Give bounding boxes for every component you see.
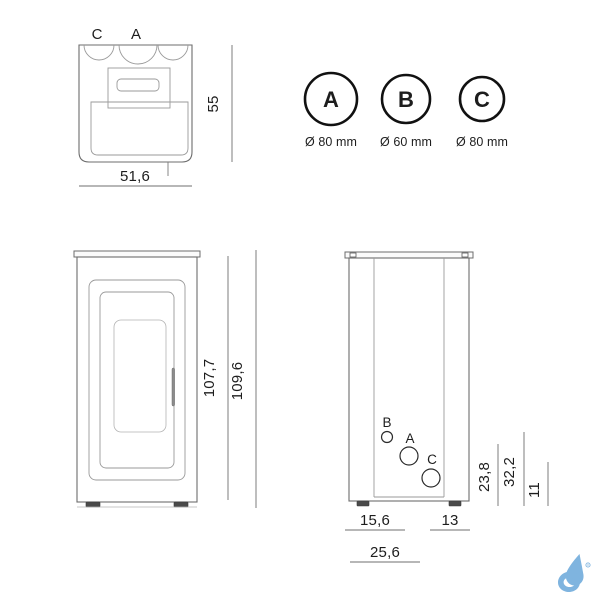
side-view-hole-c [421, 468, 441, 488]
front-view-foot-right [173, 501, 189, 508]
top-view-body-outline [78, 44, 193, 163]
legend-diameter-c: Ø 80 mm [456, 135, 508, 149]
front-view-door-frame-middle [99, 291, 175, 469]
side-view-height-dimension-label-3: 11 [526, 482, 543, 498]
legend-circle-b [380, 73, 432, 125]
side-view-hole-a [399, 446, 419, 466]
side-view-hole-label-a: A [405, 431, 414, 446]
top-view-depth-dimension-label: 55 [205, 95, 222, 112]
front-view: 107,7 109,6 [73, 250, 257, 508]
front-view-door-frame-outer [88, 279, 186, 481]
logo-ring-shape [558, 571, 580, 592]
side-view-width-dimension-label-1: 15,6 [360, 512, 390, 529]
front-view-top-plate [73, 250, 201, 258]
top-view-port-label-c: C [92, 26, 103, 43]
side-view-corner-mark-left [349, 252, 357, 258]
legend-circle-c [458, 75, 506, 123]
side-view-hole-label-b: B [382, 415, 391, 430]
front-view-glass-panel [113, 319, 167, 433]
front-view-height-dimension-label-2: 109,6 [229, 362, 246, 401]
top-view-upper-panel [107, 67, 171, 109]
top-view-slot [116, 78, 160, 92]
side-view-corner-mark-right [461, 252, 469, 258]
side-view: B A C 15,6 13 25,6 23,8 32,2 [344, 251, 549, 563]
side-view-width-dimension-label-3: 25,6 [370, 544, 400, 561]
side-view-foot-left [356, 500, 370, 507]
side-view-hole-b [380, 430, 394, 444]
legend-letter-a: A [323, 87, 339, 112]
logo-registered-glyph: R [587, 563, 589, 567]
side-view-body-outline [348, 257, 470, 502]
water-drop-logo: R [558, 554, 591, 592]
legend-circle-a [303, 71, 359, 127]
legend-diameter-a: Ø 80 mm [305, 135, 357, 149]
brand-logo: R [558, 554, 591, 592]
front-view-foot-left [85, 501, 101, 508]
logo-drop-shape [565, 554, 584, 586]
top-view-flue-arc-b [157, 44, 189, 61]
logo-registered-mark [585, 562, 591, 568]
side-view-height-dimension-label-2: 32,2 [501, 457, 518, 487]
side-view-hole-label-c: C [427, 452, 437, 467]
side-view-width-dimension-label-2: 13 [441, 512, 458, 529]
side-view-top-plate [344, 251, 474, 259]
legend-letter-c: C [474, 87, 490, 112]
legend-diameter-b: Ø 60 mm [380, 135, 432, 149]
top-view-width-dimension-label: 51,6 [120, 168, 150, 185]
front-view-height-dimension-label-1: 107,7 [201, 359, 218, 398]
top-view-lower-panel [90, 101, 189, 156]
top-view-flue-arc-a [118, 44, 158, 65]
top-view-port-label-a: A [131, 26, 141, 43]
legend-letter-b: B [398, 87, 414, 112]
top-view-flue-arc-c [83, 44, 115, 61]
front-view-door-handle [171, 367, 175, 407]
side-view-foot-right [448, 500, 462, 507]
top-view: C A 51,6 55 [78, 26, 233, 187]
front-view-body-outline [76, 256, 198, 503]
side-view-height-dimension-label-1: 23,8 [476, 462, 493, 492]
port-legend: A Ø 80 mm B Ø 60 mm C Ø 80 mm [303, 71, 508, 149]
